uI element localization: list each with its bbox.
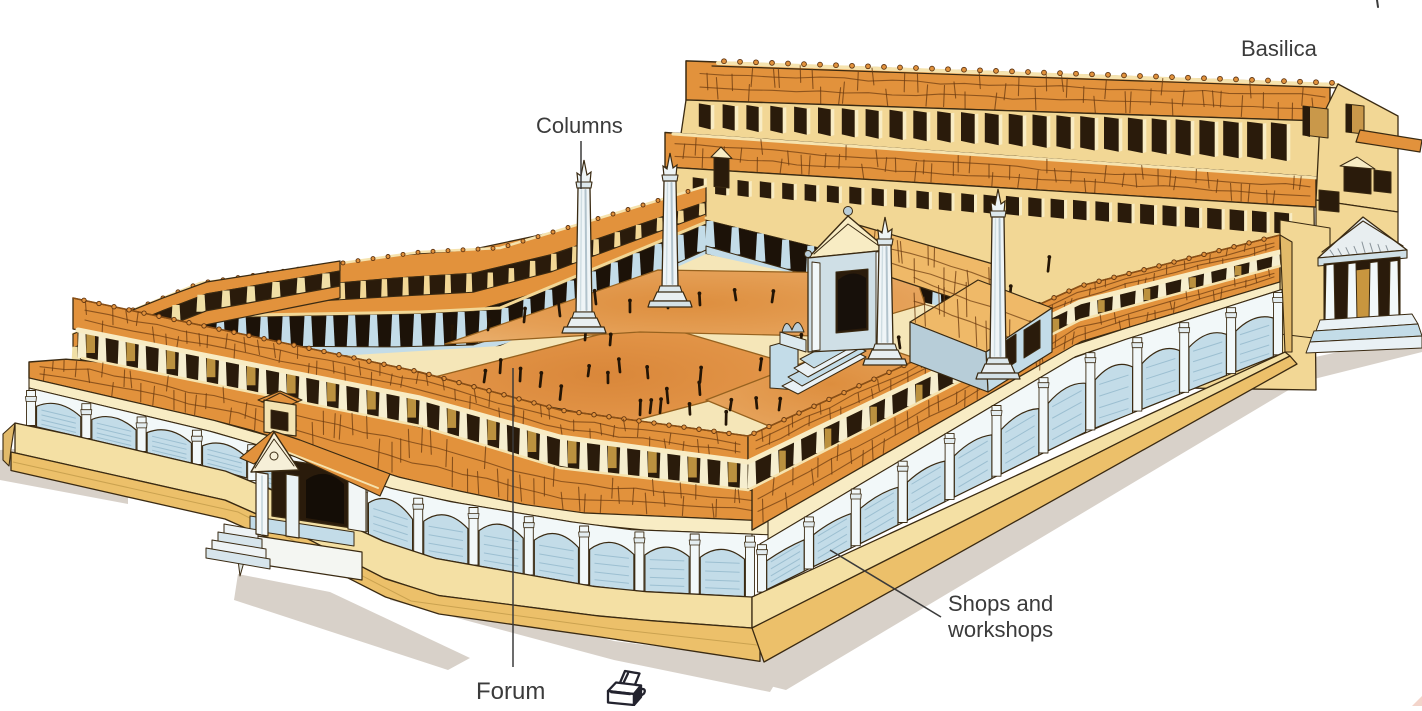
svg-text:Basilica: Basilica [1241, 36, 1318, 61]
svg-text:Columns: Columns [536, 113, 623, 138]
svg-text:Forum: Forum [476, 678, 545, 705]
svg-text:workshops: workshops [947, 617, 1053, 642]
svg-text:Shops and: Shops and [948, 591, 1053, 616]
